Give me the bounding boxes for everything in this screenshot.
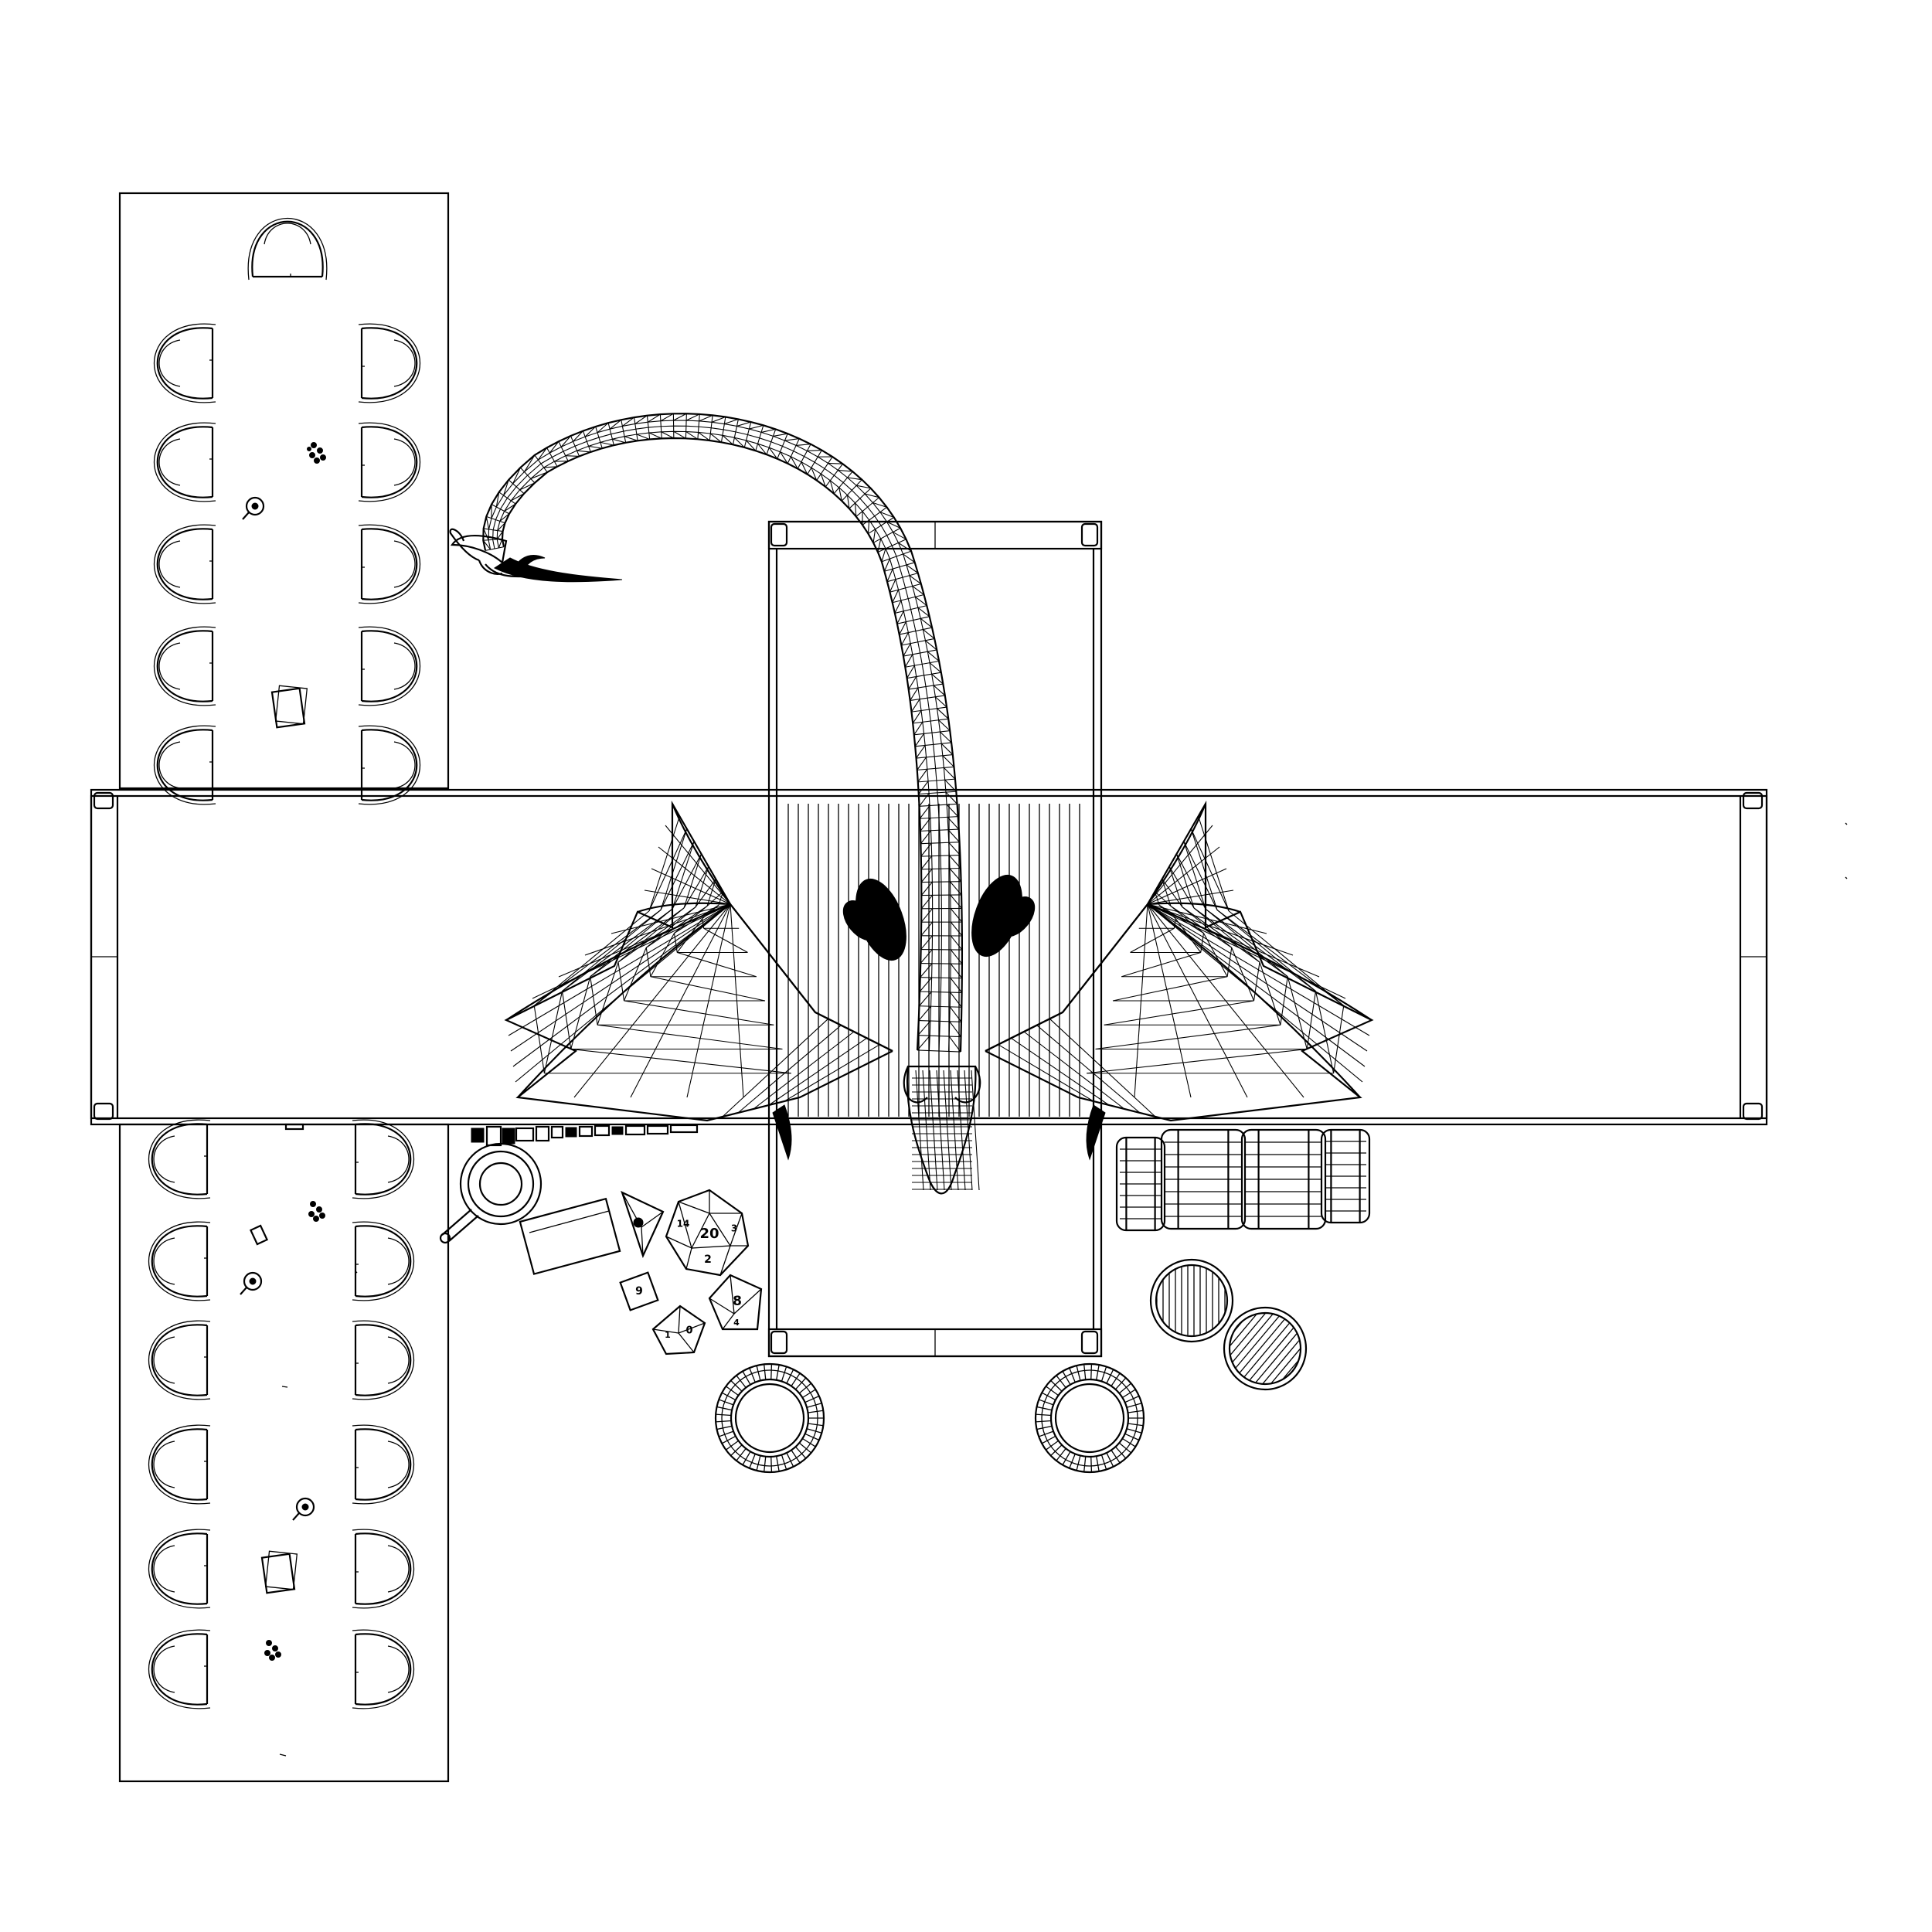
dragon-left-wing xyxy=(504,800,893,1161)
dice-icon: 20 2 14 3 9 8 4 0 1 xyxy=(619,1189,763,1355)
chair-icon xyxy=(352,1221,414,1301)
chair-icon xyxy=(358,422,420,502)
barrel-icon xyxy=(1320,1128,1371,1224)
card-icon xyxy=(519,1197,621,1275)
chair-icon xyxy=(154,524,216,604)
barrel-icon xyxy=(1160,1128,1247,1230)
chairs-group xyxy=(148,218,420,1709)
chair-icon xyxy=(148,1424,211,1505)
chair-icon xyxy=(352,1424,414,1505)
floor-slats xyxy=(787,804,1080,1117)
card-icon xyxy=(270,685,308,729)
chair-icon xyxy=(154,725,216,805)
card-icon xyxy=(249,1224,269,1246)
chair-icon xyxy=(358,725,420,805)
chair-icon xyxy=(358,323,420,403)
dice-icon xyxy=(308,1201,325,1222)
chair-icon xyxy=(148,1221,211,1301)
table-props xyxy=(240,442,358,1757)
chair-icon xyxy=(247,218,328,281)
chair-icon xyxy=(148,1320,211,1400)
card-icon xyxy=(260,1550,298,1594)
d20-face-left: 14 xyxy=(677,1219,690,1230)
left-lower-room xyxy=(118,1123,450,1783)
barrels-group xyxy=(1115,1128,1371,1398)
barrel-icon xyxy=(1216,1299,1315,1398)
dice-icon xyxy=(264,1640,281,1661)
wheels-group xyxy=(714,1362,1145,1474)
dice-icon xyxy=(307,442,326,464)
dragon-icon xyxy=(449,413,1374,1195)
chair-icon xyxy=(358,626,420,706)
mug-icon xyxy=(240,1271,263,1295)
chair-icon xyxy=(148,1119,211,1199)
dragon-head xyxy=(449,528,623,583)
d20-face-low: 2 xyxy=(704,1253,712,1266)
dragon-legs xyxy=(842,874,1036,961)
d8-face-under: 4 xyxy=(733,1318,740,1328)
wheel-icon xyxy=(714,1362,825,1474)
dragon-neck xyxy=(482,413,964,1053)
d20-face-main: 20 xyxy=(699,1226,719,1242)
barrel-icon xyxy=(1240,1128,1327,1230)
barrel-icon xyxy=(1115,1136,1166,1232)
d6-face: 9 xyxy=(635,1285,643,1298)
d10-face-a: 0 xyxy=(685,1325,692,1337)
mug-icon xyxy=(242,496,265,520)
bottle-rack xyxy=(284,1123,699,1147)
mug-icon xyxy=(439,1142,543,1244)
chair-icon xyxy=(352,1119,414,1199)
dragon-body xyxy=(903,1065,981,1195)
chair-icon xyxy=(352,1320,414,1400)
left-upper-room xyxy=(118,192,450,790)
wheel-icon xyxy=(1034,1362,1145,1474)
dragon-right-wing xyxy=(985,800,1374,1161)
stage-platform xyxy=(767,520,1103,1358)
chair-icon xyxy=(154,323,216,403)
mug-icon xyxy=(292,1497,315,1521)
barrel-icon xyxy=(1149,1258,1234,1343)
d20-face-right: 3 xyxy=(731,1223,737,1234)
chair-icon xyxy=(148,1529,211,1609)
d10-face-b: 1 xyxy=(665,1330,671,1340)
chair-icon xyxy=(154,626,216,706)
d8-face: 8 xyxy=(733,1294,742,1309)
chair-icon xyxy=(352,1529,414,1609)
chair-icon xyxy=(154,422,216,502)
chair-icon xyxy=(352,1629,414,1709)
chair-icon xyxy=(148,1629,211,1709)
chair-icon xyxy=(358,524,420,604)
